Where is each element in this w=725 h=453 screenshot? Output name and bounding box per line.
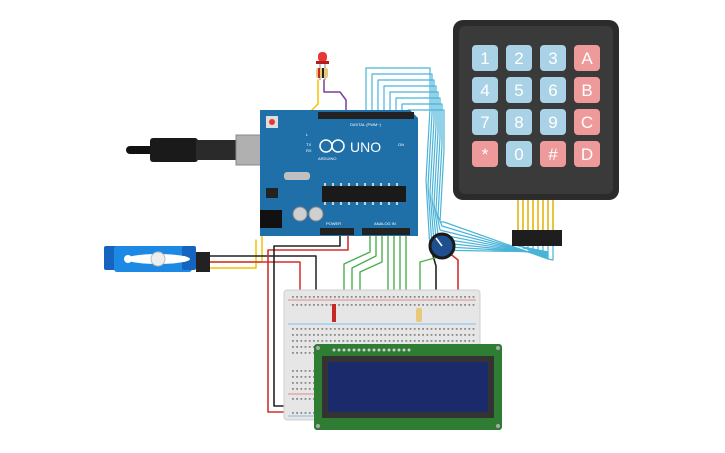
keypad-pins (517, 200, 554, 230)
keypad-key-label: 2 (514, 49, 523, 68)
digital-label: DIGITAL (PWM~) (350, 122, 382, 127)
servo-motor[interactable] (104, 246, 210, 272)
keypad-key-1[interactable]: 1 (472, 45, 498, 71)
keypad-key-label: 9 (548, 113, 557, 132)
crystal (284, 172, 310, 180)
power-label: POWER (326, 221, 341, 226)
keypad-key-B[interactable]: B (574, 77, 600, 103)
power-jack (260, 210, 282, 228)
keypad-wire-5 (389, 91, 549, 257)
lcd-screen (328, 362, 488, 412)
keypad-wire-3 (377, 79, 549, 255)
keypad-key-label: 3 (548, 49, 557, 68)
usb-port (235, 134, 265, 166)
keypad-wire-2 (371, 73, 549, 254)
keypad-key-A[interactable]: A (574, 45, 600, 71)
arduino-uno[interactable]: UNO ARDUINO DIGITAL (PWM~) ANALOG IN POW… (260, 110, 418, 236)
potentiometer[interactable] (428, 232, 456, 260)
arduino-brand-label: ARDUINO (318, 156, 336, 161)
servo-ground-wire (204, 255, 317, 293)
keypad-key-label: 1 (480, 49, 489, 68)
servo-signal-wire (204, 239, 257, 269)
arduino-model-label: UNO (350, 139, 381, 155)
keypad-key-D[interactable]: D (574, 141, 600, 167)
keypad-ribbon-wires (365, 67, 554, 261)
led[interactable] (316, 52, 329, 80)
tx-label: TX (306, 142, 311, 147)
keypad-key-3[interactable]: 3 (540, 45, 566, 71)
pot-ground-wire (431, 251, 437, 297)
keypad-key-*[interactable]: * (472, 141, 498, 167)
keypad-key-label: A (581, 49, 593, 68)
led-bulb (318, 52, 327, 62)
keypad-key-5[interactable]: 5 (506, 77, 532, 103)
keypad-key-label: * (482, 145, 489, 164)
keypad-key-9[interactable]: 9 (540, 109, 566, 135)
servo-connector (196, 252, 210, 272)
keypad-key-label: 4 (480, 81, 489, 100)
analog-label: ANALOG IN (374, 221, 396, 226)
keypad-key-label: D (581, 145, 593, 164)
keypad-key-label: 7 (480, 113, 489, 132)
keypad-key-label: B (581, 81, 592, 100)
keypad-key-label: 6 (548, 81, 557, 100)
arduino-board (260, 110, 418, 236)
keypad-connector (512, 230, 562, 246)
keypad-wire-6 (395, 97, 549, 258)
on-label: ON (398, 142, 404, 147)
led-wire-purple (323, 79, 347, 119)
keypad-key-label: C (581, 113, 593, 132)
rx-label: RX (306, 148, 312, 153)
keypad-wire-8 (407, 109, 554, 261)
usb-cable[interactable] (126, 134, 265, 166)
keypad-key-2[interactable]: 2 (506, 45, 532, 71)
keypad-key-label: 5 (514, 81, 523, 100)
lcd-pins (332, 348, 411, 352)
l-label: L (306, 132, 309, 137)
keypad-key-4[interactable]: 4 (472, 77, 498, 103)
lcd-display[interactable] (314, 344, 502, 430)
keypad-key-0[interactable]: 0 (506, 141, 532, 167)
microcontroller-chip (322, 186, 406, 202)
keypad-key-#[interactable]: # (540, 141, 566, 167)
analog-header (362, 228, 410, 235)
breadboard-resistor (416, 308, 422, 322)
keypad-key-label: 0 (514, 145, 523, 164)
keypad-key-7[interactable]: 7 (472, 109, 498, 135)
keypad-key-label: 8 (514, 113, 523, 132)
keypad-key-label: # (548, 145, 558, 164)
keypad[interactable]: 1 2 3 A 4 5 6 B 7 8 9 C * 0 # D (453, 20, 619, 246)
capacitor (292, 206, 308, 222)
power-header (320, 228, 354, 235)
keypad-key-C[interactable]: C (574, 109, 600, 135)
digital-header (318, 112, 414, 119)
keypad-keys: 1 2 3 A 4 5 6 B 7 8 9 C * 0 # D (472, 45, 600, 167)
keypad-key-8[interactable]: 8 (506, 109, 532, 135)
keypad-key-6[interactable]: 6 (540, 77, 566, 103)
